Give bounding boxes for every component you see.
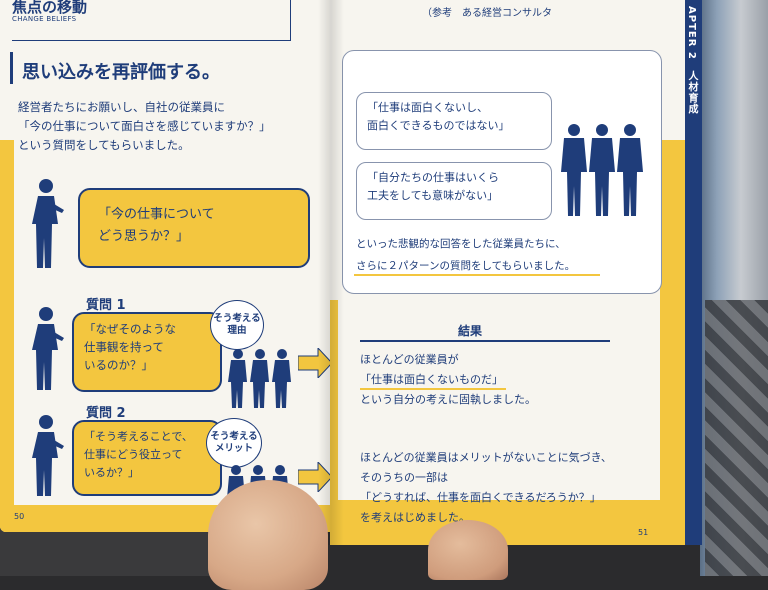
book-spine bbox=[318, 0, 344, 545]
header-subtitle: CHANGE BELIEFS bbox=[12, 15, 77, 23]
reference-header: （参考 ある経営コンサルタ bbox=[422, 8, 552, 19]
circle-line: そう考える bbox=[210, 431, 258, 442]
bubble-line: 「そう考えることで、 bbox=[84, 430, 193, 443]
main-question-bubble: 「今の仕事について どう思うか？」 bbox=[78, 188, 310, 268]
right-yellow-margin bbox=[660, 140, 685, 545]
thumb bbox=[428, 520, 508, 580]
highlight-underline bbox=[354, 274, 600, 276]
left-yellow-margin bbox=[0, 140, 14, 532]
intro-text: 経営者たちにお願いし、自社の従業員に 「今の仕事について面白さを感じていますか？… bbox=[18, 98, 271, 155]
page-number: 50 bbox=[14, 512, 25, 521]
result-line: という自分の考えに固執しました。 bbox=[360, 393, 536, 406]
intro-line: という質問をしてもらいました。 bbox=[18, 138, 190, 152]
bubble-line: 「今の仕事について bbox=[98, 207, 215, 222]
question-1-bubble: 「なぜそのような 仕事観を持って いるのか？」 bbox=[72, 312, 222, 392]
employee-group-icon bbox=[228, 349, 291, 408]
person-figure-icon bbox=[32, 415, 64, 496]
result-line: ほとんどの従業員はメリットがないことに気づき、 bbox=[360, 451, 612, 464]
bubble-line: いるか？」 bbox=[84, 466, 139, 479]
result-line: ほとんどの従業員が bbox=[360, 353, 459, 366]
panel-text-1: といった悲観的な回答をした従業員たちに、 bbox=[356, 238, 566, 250]
header-title: 焦点の移動 bbox=[12, 0, 88, 16]
reason-circle: そう考える理由 bbox=[210, 300, 264, 350]
bubble-line: 「なぜそのような bbox=[84, 322, 176, 336]
section-heading: 思い込みを再評価する。 bbox=[22, 62, 220, 83]
circle-line: 理由 bbox=[227, 325, 247, 336]
result-line: 「どうすれば、仕事を面白くできるだろうか？」 bbox=[360, 491, 601, 504]
answer-line: 面白くできるものではない」 bbox=[367, 119, 510, 132]
right-yellow-inner bbox=[330, 300, 338, 545]
intro-line: 「今の仕事について面白さを感じていますか？」 bbox=[18, 119, 271, 133]
answer-line: 「仕事は面白くないし、 bbox=[367, 101, 488, 114]
background-blanket bbox=[705, 300, 768, 576]
bubble-line: どう思うか？」 bbox=[98, 229, 190, 244]
arrow-right-icon bbox=[298, 348, 332, 378]
left-page: 焦点の移動 CHANGE BELIEFS 思い込みを再評価する。 経営者たちにお… bbox=[0, 0, 332, 532]
question-1-label: 質問 1 bbox=[86, 298, 126, 313]
result-2: ほとんどの従業員はメリットがないことに気づき、 そのうちの一部は 「どうすれば、… bbox=[360, 448, 612, 528]
result-1: ほとんどの従業員が 「仕事は面白くないものだ」 という自分の考えに固執しました。 bbox=[360, 350, 536, 410]
thumb bbox=[208, 480, 328, 590]
result-label: 結果 bbox=[458, 324, 483, 338]
heading-bar bbox=[10, 52, 13, 84]
answer-line: 「自分たちの仕事はいくら bbox=[367, 171, 499, 184]
bubble-line: いるのか？」 bbox=[84, 358, 153, 372]
question-2-label: 質問 2 bbox=[86, 406, 126, 421]
highlight-underline bbox=[450, 506, 622, 508]
result-line: そのうちの一部は bbox=[360, 471, 448, 484]
arrow-right-icon bbox=[298, 462, 332, 492]
employee-group-icon bbox=[561, 124, 643, 216]
merit-circle: そう考えるメリット bbox=[206, 418, 262, 468]
person-figure-icon bbox=[32, 179, 64, 268]
result-line: 「仕事は面白くないものだ」 bbox=[360, 373, 503, 386]
answer-line: 工夫をしても意味がない」 bbox=[367, 189, 499, 202]
result-rule bbox=[360, 340, 610, 342]
highlight-underline bbox=[360, 388, 506, 390]
question-2-bubble: 「そう考えることで、 仕事にどう役立って いるか？」 bbox=[72, 420, 222, 496]
header-rule bbox=[12, 40, 291, 41]
bubble-line: 仕事にどう役立って bbox=[84, 448, 183, 461]
circle-line: そう考える bbox=[213, 313, 261, 324]
chapter-tab bbox=[685, 0, 702, 545]
right-page: APTER 2 人材育成 （参考 ある経営コンサルタ 「仕事は面白くないし、 面… bbox=[330, 0, 702, 545]
page-number: 51 bbox=[638, 528, 649, 537]
answer-box-1: 「仕事は面白くないし、 面白くできるものではない」 bbox=[356, 92, 552, 150]
person-figure-icon bbox=[32, 307, 64, 390]
bubble-line: 仕事観を持って bbox=[84, 340, 164, 354]
circle-line: メリット bbox=[214, 443, 253, 454]
result-line: を考えはじめました。 bbox=[360, 511, 470, 524]
intro-line: 経営者たちにお願いし、自社の従業員に bbox=[18, 100, 225, 114]
panel-text-2: さらに２パターンの質問をしてもらいました。 bbox=[356, 260, 576, 272]
chapter-tab-label: APTER 2 人材育成 bbox=[686, 6, 697, 115]
answer-box-2: 「自分たちの仕事はいくら 工夫をしても意味がない」 bbox=[356, 162, 552, 220]
header-rule bbox=[290, 0, 291, 40]
